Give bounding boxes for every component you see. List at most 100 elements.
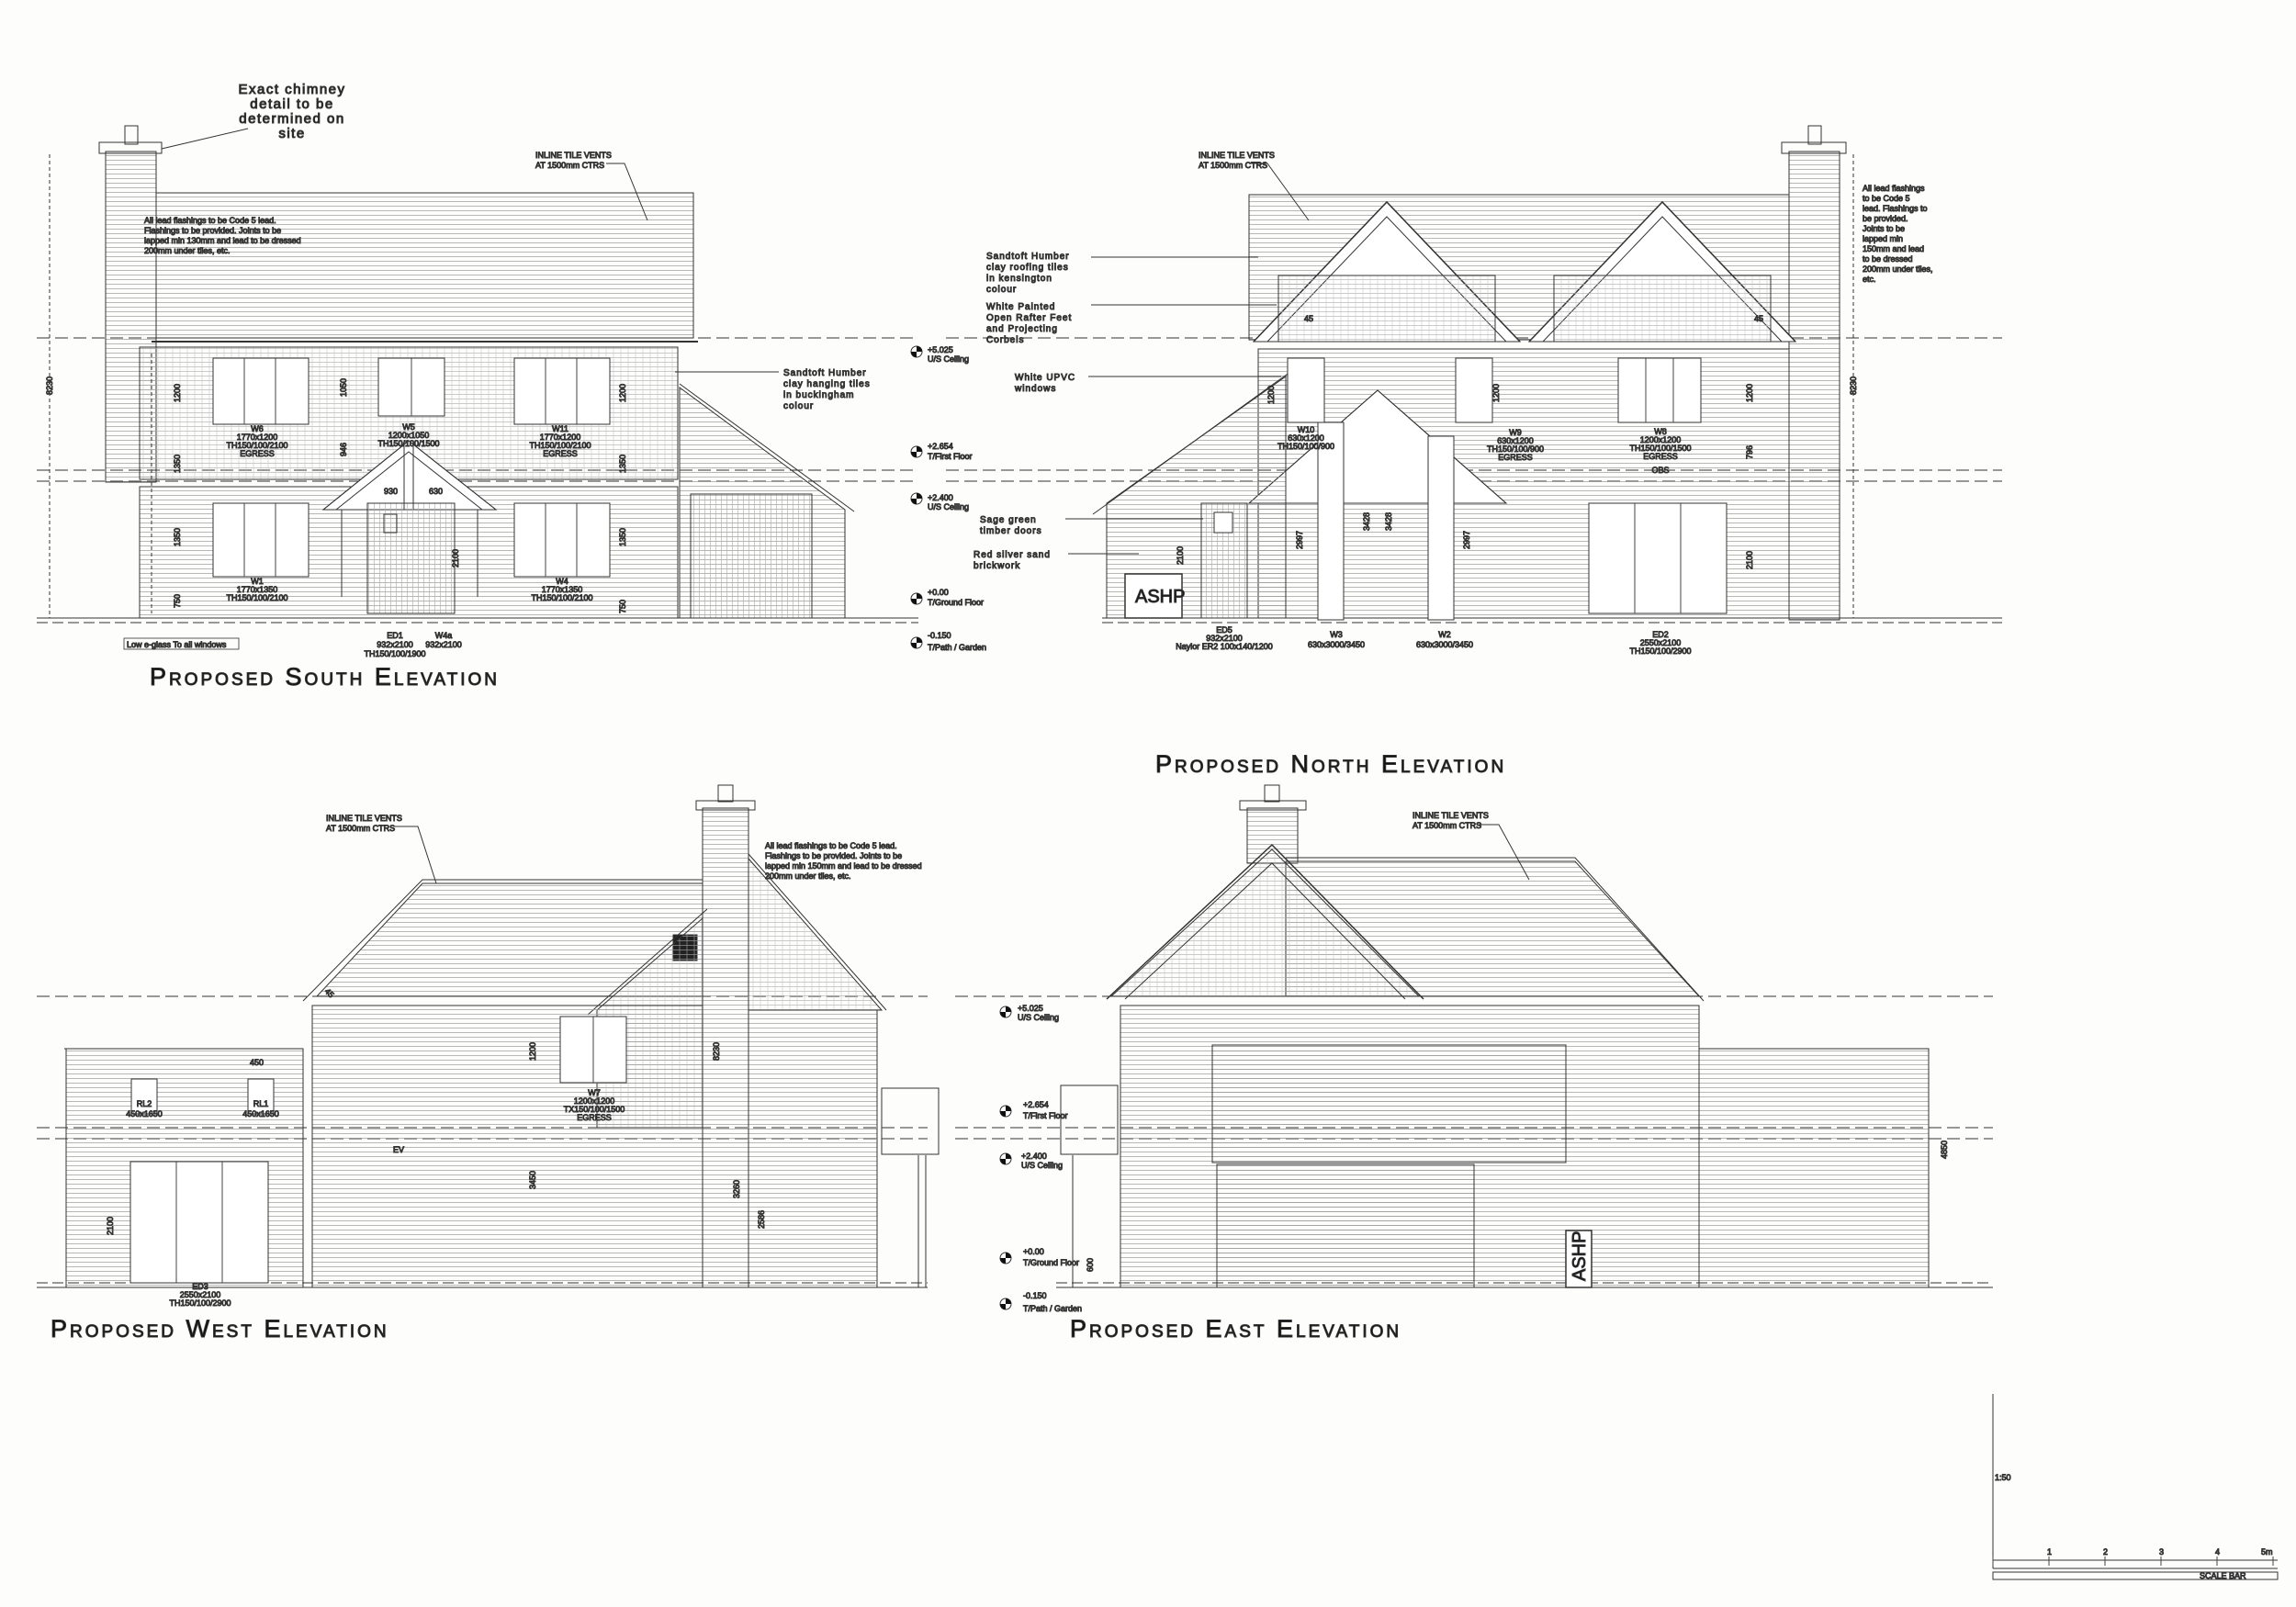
lead-note-line: 200mm under tiles, (1863, 264, 1933, 274)
window-spec: TH150/100/1900 (364, 649, 425, 658)
dimension-label: 8230 (1849, 376, 1858, 395)
level-value: +5.025 (1018, 1004, 1043, 1013)
window-size: 1200x1200 (1640, 435, 1682, 444)
lead-note-line: Joints to be (1863, 224, 1905, 233)
dimension-label: 2100 (106, 1217, 115, 1235)
window-id: W7 (588, 1088, 601, 1097)
lead-note-line: lapped min 130mm and lead to be dressed (144, 236, 301, 245)
dimension-label: 2997 (1462, 531, 1471, 549)
dimension-label: 4850 (1940, 1141, 1949, 1159)
level-label: T/First Floor (928, 452, 973, 461)
south-elevation (37, 125, 918, 624)
west-window-labels: W7 1200x1200 TX150/100/1500 EGRESS RL2 4… (126, 1088, 625, 1309)
east-elevation (955, 784, 1993, 1288)
level-label: T/Ground Floor (1023, 1258, 1079, 1267)
window-size: 1770x1350 (542, 585, 583, 594)
scale-tick: 1 (2047, 1547, 2052, 1556)
scale-tick: 2 (2103, 1547, 2108, 1556)
material-note-line: Sage green (980, 515, 1037, 525)
hanging-tiles-note: Sandtoft Humber clay hanging tiles in bu… (783, 368, 871, 412)
window-id: W10 (1298, 425, 1315, 434)
level-value: +2.654 (928, 442, 953, 451)
dimension-label: 1350 (618, 528, 627, 546)
vents-note-south: INLINE TILE VENTS AT 1500mm CTRS (535, 151, 613, 171)
window-extra: EGRESS (1498, 453, 1533, 462)
window-size: 932x2100 (425, 640, 462, 649)
lead-note-line: All lead flashings (1863, 184, 1925, 193)
lead-note-line: etc. (1863, 275, 1876, 284)
lead-note-north: All lead flashings to be Code 5 lead. Fl… (1863, 184, 1934, 285)
scale-end: 5m (2261, 1547, 2273, 1556)
window-size: 2550x2100 (1640, 638, 1682, 647)
vents-note-line: INLINE TILE VENTS (535, 151, 612, 160)
dimension-label: 1200 (1491, 384, 1501, 402)
dimension-label: 796 (1745, 445, 1754, 459)
material-note-line: windows (1014, 384, 1056, 394)
dimension-label: 45 (1754, 314, 1763, 323)
material-note-line: clay roofing tiles (986, 263, 1069, 273)
west-elevation (37, 784, 940, 1288)
window-size: 1200x1200 (574, 1096, 615, 1106)
dimension-label: 1200 (528, 1042, 537, 1061)
lead-note-line: Flashings to be provided. Joints to be (144, 226, 281, 235)
scale-bar-graphic (1992, 1394, 2279, 1580)
dimension-label: 930 (384, 487, 398, 496)
window-size: 450x1650 (242, 1109, 279, 1118)
scale-tick: 3 (2159, 1547, 2164, 1556)
window-spec: TH150/100/900 (1487, 444, 1544, 454)
lead-note-west: All lead flashings to be Code 5 lead. Fl… (765, 841, 923, 882)
level-label: T/Path / Garden (928, 643, 986, 652)
window-spec: TH150/100/2100 (529, 441, 591, 450)
level-markers-west: +5.025 U/S Ceiling +2.654 T/First Floor … (999, 1004, 1083, 1314)
lead-note-line: lapped min (1863, 234, 1903, 243)
material-note-line: clay hanging tiles (783, 379, 871, 389)
chimney-note: Exact chimney detail to be determined on… (238, 82, 345, 142)
north-elevation-title: Proposed North Elevation (1155, 750, 1506, 778)
lead-note-south: All lead flashings to be Code 5 lead. Fl… (144, 216, 302, 256)
west-elevation-title: Proposed West Elevation (51, 1315, 389, 1343)
window-spec: TH150/100/2900 (169, 1298, 231, 1308)
vents-note-line: AT 1500mm CTRS (1412, 821, 1481, 830)
material-note-line: Corbels (986, 335, 1024, 345)
window-id: W3 (1330, 630, 1343, 639)
lead-note-line: 150mm and lead (1863, 244, 1924, 253)
window-id: W2 (1438, 630, 1451, 639)
window-size: 630x3000/3450 (1416, 640, 1473, 649)
lead-note-line: lead. Flashings to (1863, 204, 1928, 213)
window-id: W9 (1509, 428, 1522, 437)
level-label: T/First Floor (1023, 1111, 1068, 1120)
dimension-label: 1200 (1745, 384, 1754, 402)
window-size: 2550x2100 (180, 1290, 221, 1299)
vents-note-east: INLINE TILE VENTS AT 1500mm CTRS (1412, 811, 1490, 831)
window-spec: TH150/100/2100 (531, 593, 592, 602)
lead-note-line: lapped min 150mm and lead to be dressed (765, 861, 922, 871)
dimension-label: 600 (1086, 1258, 1095, 1272)
window-id: ED3 (192, 1282, 208, 1291)
chimney-note-line: determined on (239, 111, 344, 127)
doors-note: Sage green timber doors (980, 515, 1042, 537)
scale-bar-label: SCALE BAR (2200, 1571, 2246, 1580)
dimension-label: 3428 (1384, 512, 1393, 531)
rafter-note: White Painted Open Rafter Feet and Proje… (986, 302, 1072, 346)
window-size: 630x3000/3450 (1308, 640, 1365, 649)
ev-label: EV (393, 1145, 404, 1154)
brick-note: Red silver sand brickwork (974, 550, 1051, 572)
dimension-label: 8230 (45, 376, 54, 395)
dimension-label: 1350 (173, 528, 182, 546)
level-label: T/Path / Garden (1023, 1304, 1082, 1313)
lead-note-line: All lead flashings to be Code 5 lead. (144, 216, 276, 225)
window-size: 630x1200 (1288, 433, 1324, 443)
window-id: W5 (402, 422, 415, 432)
vents-note-line: INLINE TILE VENTS (1199, 151, 1275, 160)
window-id: W4a (435, 631, 453, 640)
window-spec: TH150/100/2900 (1629, 646, 1691, 656)
window-spec: TH150/100/1500 (377, 439, 439, 448)
scale-tick: 4 (2215, 1547, 2220, 1556)
level-label: U/S Ceiling (1021, 1161, 1063, 1170)
east-elevation-title: Proposed East Elevation (1070, 1315, 1401, 1343)
window-id: ED2 (1652, 630, 1669, 639)
dimension-label: 2100 (1176, 546, 1185, 565)
level-label: U/S Ceiling (928, 354, 969, 364)
window-spec: TH150/100/2100 (226, 441, 287, 450)
